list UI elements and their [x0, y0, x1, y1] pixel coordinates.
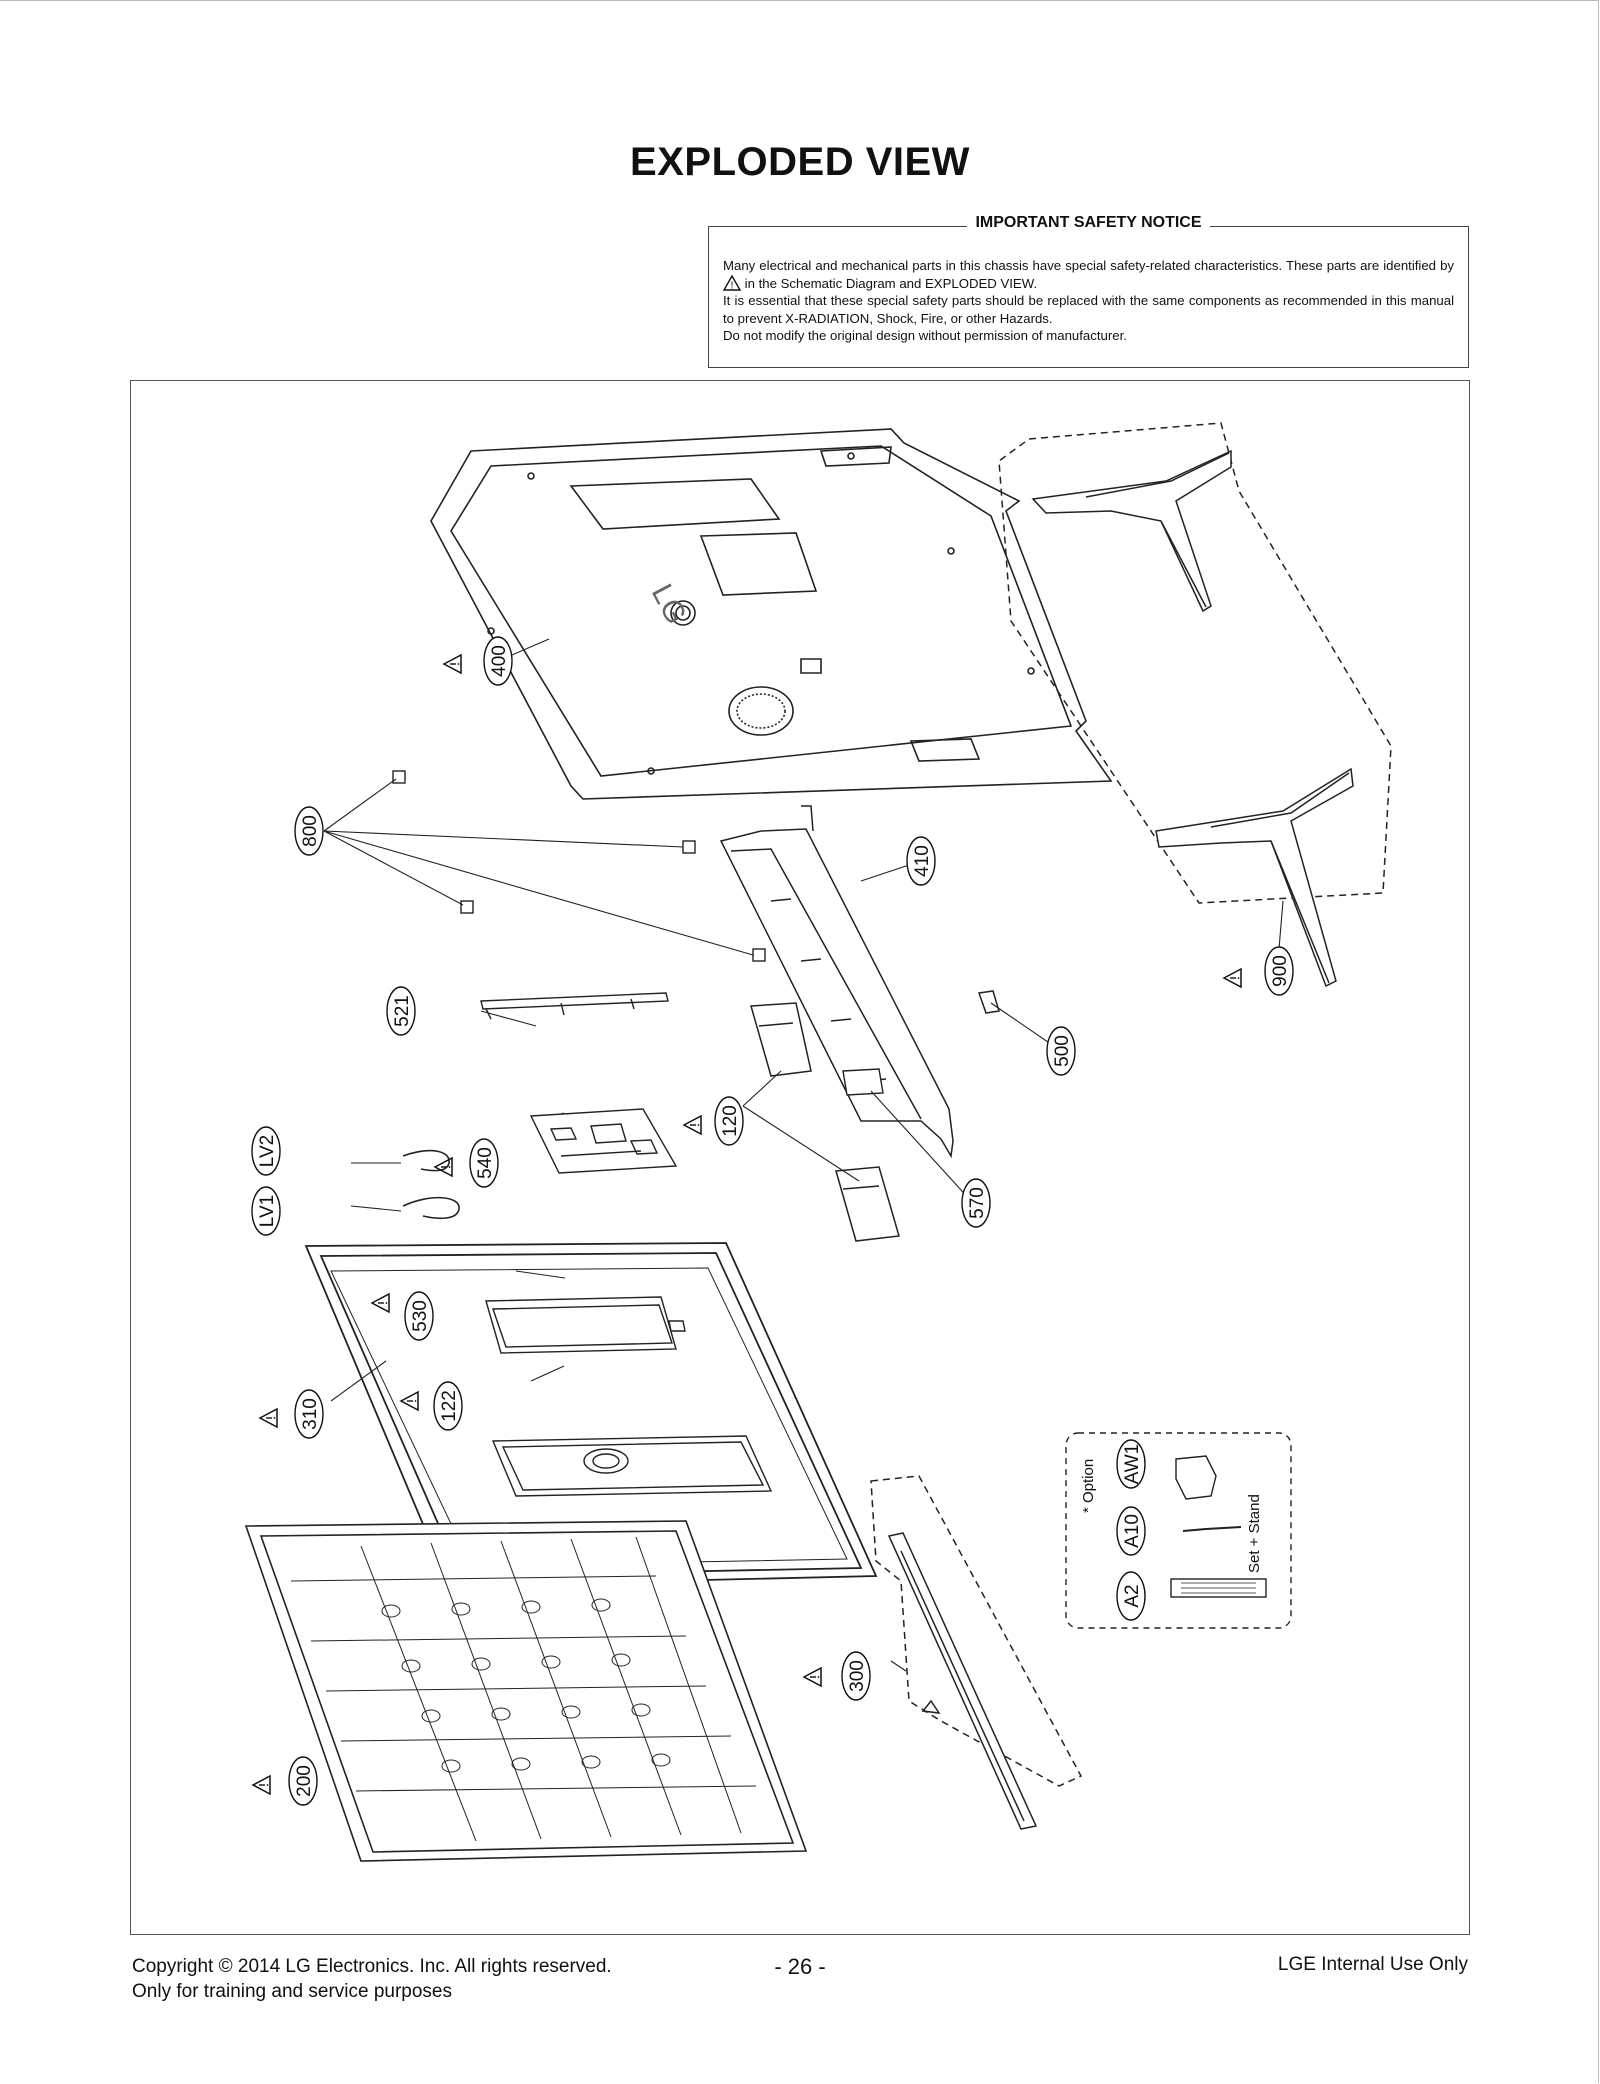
warning-triangle-icon: !: [723, 274, 741, 291]
safety-notice-body: Many electrical and mechanical parts in …: [723, 257, 1454, 345]
callout-120: 120: [720, 1105, 741, 1137]
warning-triangle-icon: [371, 1293, 390, 1313]
rail-521: [480, 992, 669, 1020]
panel-200: [244, 1520, 808, 1862]
callout-aw1: AW1: [1122, 1444, 1143, 1484]
warning-triangle-icon: [259, 1408, 278, 1428]
callout-200: 200: [294, 1765, 315, 1797]
bracket-120: [750, 1002, 900, 1242]
callout-310: 310: [300, 1398, 321, 1430]
screws-800: [392, 770, 766, 962]
callout-521: 521: [392, 995, 413, 1027]
exploded-view-diagram: LG: [130, 380, 1470, 1935]
back-cover-400: LG: [430, 428, 1113, 800]
page-number: - 26 -: [774, 1954, 826, 1979]
power-board-530: [485, 1296, 686, 1354]
warning-triangle-icon: [803, 1667, 822, 1687]
callout-lv1: LV1: [257, 1195, 278, 1227]
safety-notice-heading: IMPORTANT SAFETY NOTICE: [709, 214, 1468, 232]
option-label: * Option: [1080, 1459, 1097, 1513]
cables-lv: [402, 1149, 460, 1220]
bezel-300: [870, 1475, 1083, 1830]
leader-lines: [323, 638, 1284, 1772]
callout-a2: A2: [1122, 1584, 1143, 1607]
warning-triangle-icon: [683, 1115, 702, 1135]
footer-purpose: Only for training and service purposes: [132, 1981, 452, 2002]
board-570: [842, 1068, 884, 1096]
footer-copyright: Copyright © 2014 LG Electronics. Inc. Al…: [132, 1956, 612, 1977]
notice-line2: It is essential that these special safet…: [723, 293, 1454, 326]
set-stand-label: Set + Stand: [1246, 1494, 1263, 1573]
callout-lv2: LV2: [257, 1135, 278, 1167]
main-board-540: [529, 1108, 678, 1174]
callout-a10: A10: [1122, 1514, 1143, 1548]
speaker-frame-410: [719, 805, 954, 1159]
warning-triangle-icon: [400, 1391, 419, 1411]
speaker-122: [491, 1435, 773, 1497]
notice-line3: Do not modify the original design withou…: [723, 328, 1127, 343]
warning-triangle-icon: [252, 1775, 271, 1795]
notice-line1a: Many electrical and mechanical parts in …: [723, 258, 1454, 273]
callout-400: 400: [489, 645, 510, 677]
callout-ellipses: [251, 636, 1294, 1806]
callout-900: 900: [1270, 955, 1291, 987]
callout-410: 410: [912, 845, 933, 877]
exploded-view-svg: LG: [244, 422, 1392, 1862]
frame-310: [304, 1242, 878, 1587]
stand-900: [998, 422, 1392, 988]
notice-line1b: in the Schematic Diagram and EXPLODED VI…: [744, 275, 1038, 291]
svg-text:!: !: [731, 280, 734, 291]
callout-800: 800: [300, 815, 321, 847]
warning-triangle-icon: [443, 654, 462, 674]
warning-triangle-icon: [1223, 968, 1242, 988]
option-box: [1065, 1432, 1292, 1629]
footer-internal: LGE Internal Use Only: [1277, 1954, 1468, 1975]
callout-530: 530: [410, 1300, 431, 1332]
callout-540: 540: [475, 1147, 496, 1179]
safety-notice-box: IMPORTANT SAFETY NOTICE Many electrical …: [708, 214, 1469, 368]
page-title: EXPLODED VIEW: [630, 140, 970, 184]
callout-570: 570: [967, 1187, 988, 1219]
callout-500: 500: [1052, 1035, 1073, 1067]
callout-300: 300: [847, 1660, 868, 1692]
footer-left: Copyright © 2014 LG Electronics. Inc. Al…: [132, 1954, 612, 2004]
callout-122: 122: [439, 1390, 460, 1422]
ir-sensor-500: [977, 990, 1000, 1014]
